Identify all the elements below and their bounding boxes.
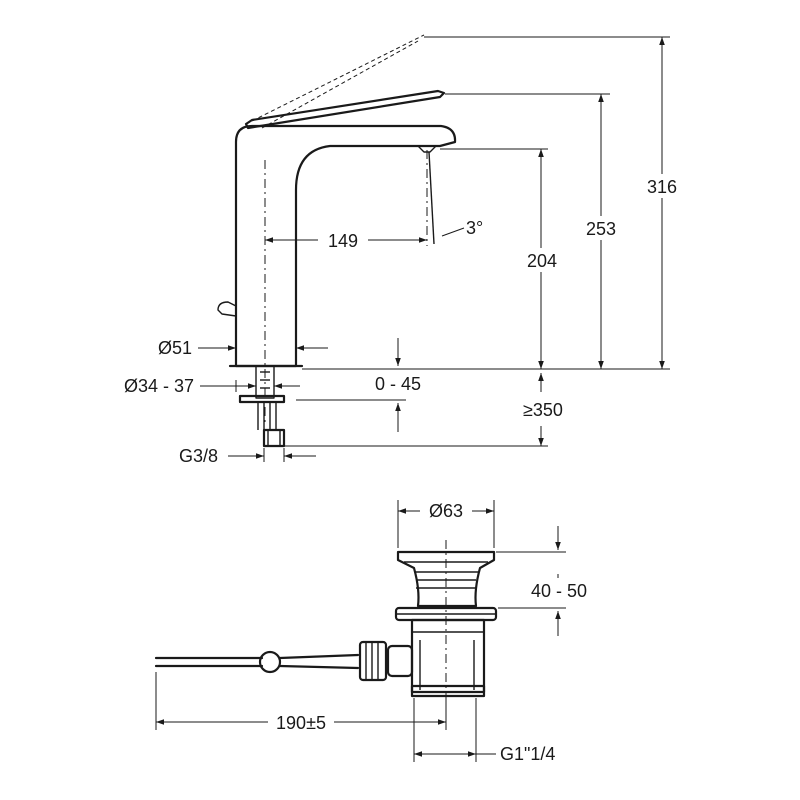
- waste-drawing: [154, 540, 498, 706]
- waste-body: [410, 618, 486, 694]
- waste-thread-label: G1"1/4: [500, 744, 555, 764]
- waste-pull-rod-nut: [358, 640, 388, 682]
- lever-open-height-label: 316: [647, 177, 677, 197]
- faucet-dimensions: 149 3° 204 253 316 ≥350 0 - 45 Ø: [124, 36, 686, 466]
- waste-flange-height-label: 40 - 50: [531, 581, 587, 601]
- connection-thread-label: G3/8: [179, 446, 218, 466]
- waste-rod-ball: [258, 650, 282, 674]
- hole-diameter-label: Ø34 - 37: [124, 376, 194, 396]
- waste-pull-rod: [154, 653, 360, 670]
- hose-length-label: ≥350: [523, 400, 563, 420]
- faucet-lever-open: [245, 34, 425, 125]
- waste-flange: [396, 550, 496, 608]
- waste-dimensions: Ø63 40 - 50 190±5 G1"1/4: [155, 500, 602, 764]
- faucet-connector: [262, 428, 286, 448]
- faucet-shank: [255, 365, 275, 399]
- base-diameter-label: Ø51: [158, 338, 192, 358]
- spout-angle-label: 3°: [466, 218, 483, 238]
- waste-side-port: [386, 644, 414, 678]
- faucet-fixing-nut: [238, 394, 286, 404]
- faucet-popup-knob: [217, 301, 237, 317]
- waste-diameter-label: Ø63: [429, 501, 463, 521]
- deck-thickness-label: 0 - 45: [375, 374, 421, 394]
- faucet-body: [234, 124, 457, 368]
- spout-reach-label: 149: [328, 231, 358, 251]
- faucet-drawing: [217, 34, 457, 448]
- pull-rod-length-label: 190±5: [276, 713, 326, 733]
- spout-height-label: 204: [527, 251, 557, 271]
- faucet-lever: [244, 89, 446, 130]
- lever-height-label: 253: [586, 219, 616, 239]
